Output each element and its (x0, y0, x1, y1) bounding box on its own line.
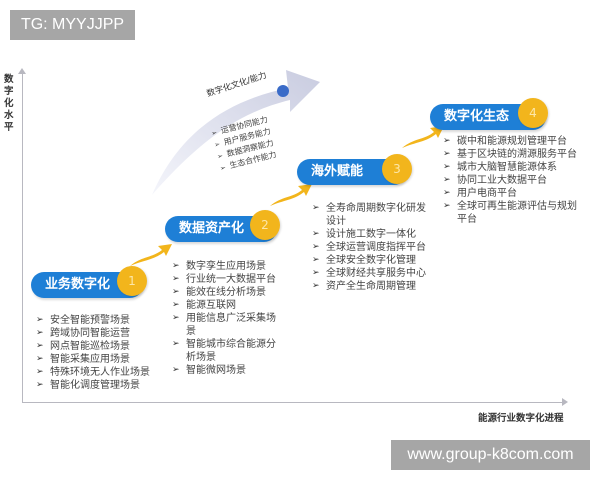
connector-arrow-icon (130, 244, 172, 266)
bullet-icon: ➢ (172, 261, 180, 271)
list-item: ➢全球运营调度指挥平台 (312, 242, 426, 253)
list-item: ➢跨域协同智能运营 (36, 328, 130, 339)
bullet-icon: ➢ (36, 341, 44, 351)
bullet-icon: ➢ (36, 367, 44, 377)
stage-4-badge: 4 (518, 98, 548, 128)
bullet-icon: ➢ (172, 300, 180, 310)
connector-arrow-icon (270, 184, 312, 206)
y-axis-label: 数字化水平 (4, 74, 14, 133)
stage-2-list: ➢数字孪生应用场景 ➢行业统一大数据平台 ➢能效在线分析场景 ➢能源互联网 ➢用… (172, 260, 282, 377)
stage-4-list: ➢碳中和能源规划管理平台 ➢基于区块链的溯源服务平台 ➢城市大脑智慧能源体系 ➢… (443, 135, 583, 226)
bullet-icon: ➢ (172, 274, 180, 284)
bullet-icon: ➢ (172, 287, 180, 297)
list-item: ➢安全智能预警场景 (36, 315, 130, 326)
list-item: ➢基于区块链的溯源服务平台 (443, 149, 577, 160)
bullet-icon: ➢ (443, 201, 451, 211)
bullet-icon: ➢ (312, 281, 320, 291)
list-item: ➢全球安全数字化管理 (312, 255, 416, 266)
culture-dot-icon (277, 85, 289, 97)
watermark-top: TG: MYYJJPP (10, 10, 135, 40)
list-item: ➢数字孪生应用场景 (172, 261, 266, 272)
bullet-icon: ➢ (312, 229, 320, 239)
list-item: ➢设计施工数字一体化 (312, 229, 416, 240)
list-item: ➢全寿命周期数字化研发设计 (312, 203, 426, 227)
list-item: ➢城市大脑智慧能源体系 (443, 162, 557, 173)
list-item: ➢用户电商平台 (443, 188, 517, 199)
watermark-bottom: www.group-k8com.com (391, 440, 590, 470)
list-item: ➢能源互联网 (172, 300, 236, 311)
bullet-icon: ➢ (36, 315, 44, 325)
list-item: ➢智能微网场景 (172, 365, 246, 376)
bullet-icon: ➢ (172, 313, 180, 323)
x-axis-label: 能源行业数字化进程 (478, 413, 564, 424)
stage-3-badge: 3 (382, 154, 412, 184)
bullet-icon: ➢ (443, 136, 451, 146)
list-item: ➢特殊环境无人作业场景 (36, 367, 150, 378)
list-item: ➢协同工业大数据平台 (443, 175, 547, 186)
stage-1-list: ➢安全智能预警场景 ➢跨域协同智能运营 ➢网点智能巡检场景 ➢智能采集应用场景 … (36, 314, 176, 392)
list-item: ➢用能信息广泛采集场景 (172, 313, 276, 337)
list-item: ➢资产全生命周期管理 (312, 281, 416, 292)
bullet-icon: ➢ (36, 354, 44, 364)
x-axis-arrowhead-icon (562, 398, 568, 406)
list-item: ➢全球财经共享服务中心 (312, 268, 426, 279)
bullet-icon: ➢ (36, 380, 44, 390)
bullet-icon: ➢ (443, 149, 451, 159)
stage-1-badge: 1 (117, 266, 147, 296)
x-axis (22, 402, 564, 403)
bullet-icon: ➢ (443, 162, 451, 172)
bullet-icon: ➢ (312, 203, 320, 213)
y-axis-arrowhead-icon (18, 68, 26, 74)
list-item: ➢全球可再生能源评估与规划平台 (443, 201, 577, 225)
list-item: ➢智能城市综合能源分析场景 (172, 339, 276, 363)
culture-curved-arrow-icon (152, 70, 320, 195)
stage-3-list: ➢全寿命周期数字化研发设计 ➢设计施工数字一体化 ➢全球运营调度指挥平台 ➢全球… (312, 202, 432, 293)
bullet-icon: ➢ (443, 188, 451, 198)
bullet-icon: ➢ (172, 365, 180, 375)
bullet-icon: ➢ (312, 268, 320, 278)
list-item: ➢行业统一大数据平台 (172, 274, 276, 285)
connector-arrow-icon (402, 126, 444, 148)
bullet-icon: ➢ (443, 175, 451, 185)
list-item: ➢能效在线分析场景 (172, 287, 266, 298)
list-item: ➢智能化调度管理场景 (36, 380, 140, 391)
bullet-icon: ➢ (312, 242, 320, 252)
stage-2-badge: 2 (250, 210, 280, 240)
list-item: ➢网点智能巡检场景 (36, 341, 130, 352)
list-item: ➢智能采集应用场景 (36, 354, 130, 365)
bullet-icon: ➢ (36, 328, 44, 338)
list-item: ➢碳中和能源规划管理平台 (443, 136, 567, 147)
bullet-icon: ➢ (172, 339, 180, 349)
bullet-icon: ➢ (312, 255, 320, 265)
y-axis (22, 72, 23, 402)
